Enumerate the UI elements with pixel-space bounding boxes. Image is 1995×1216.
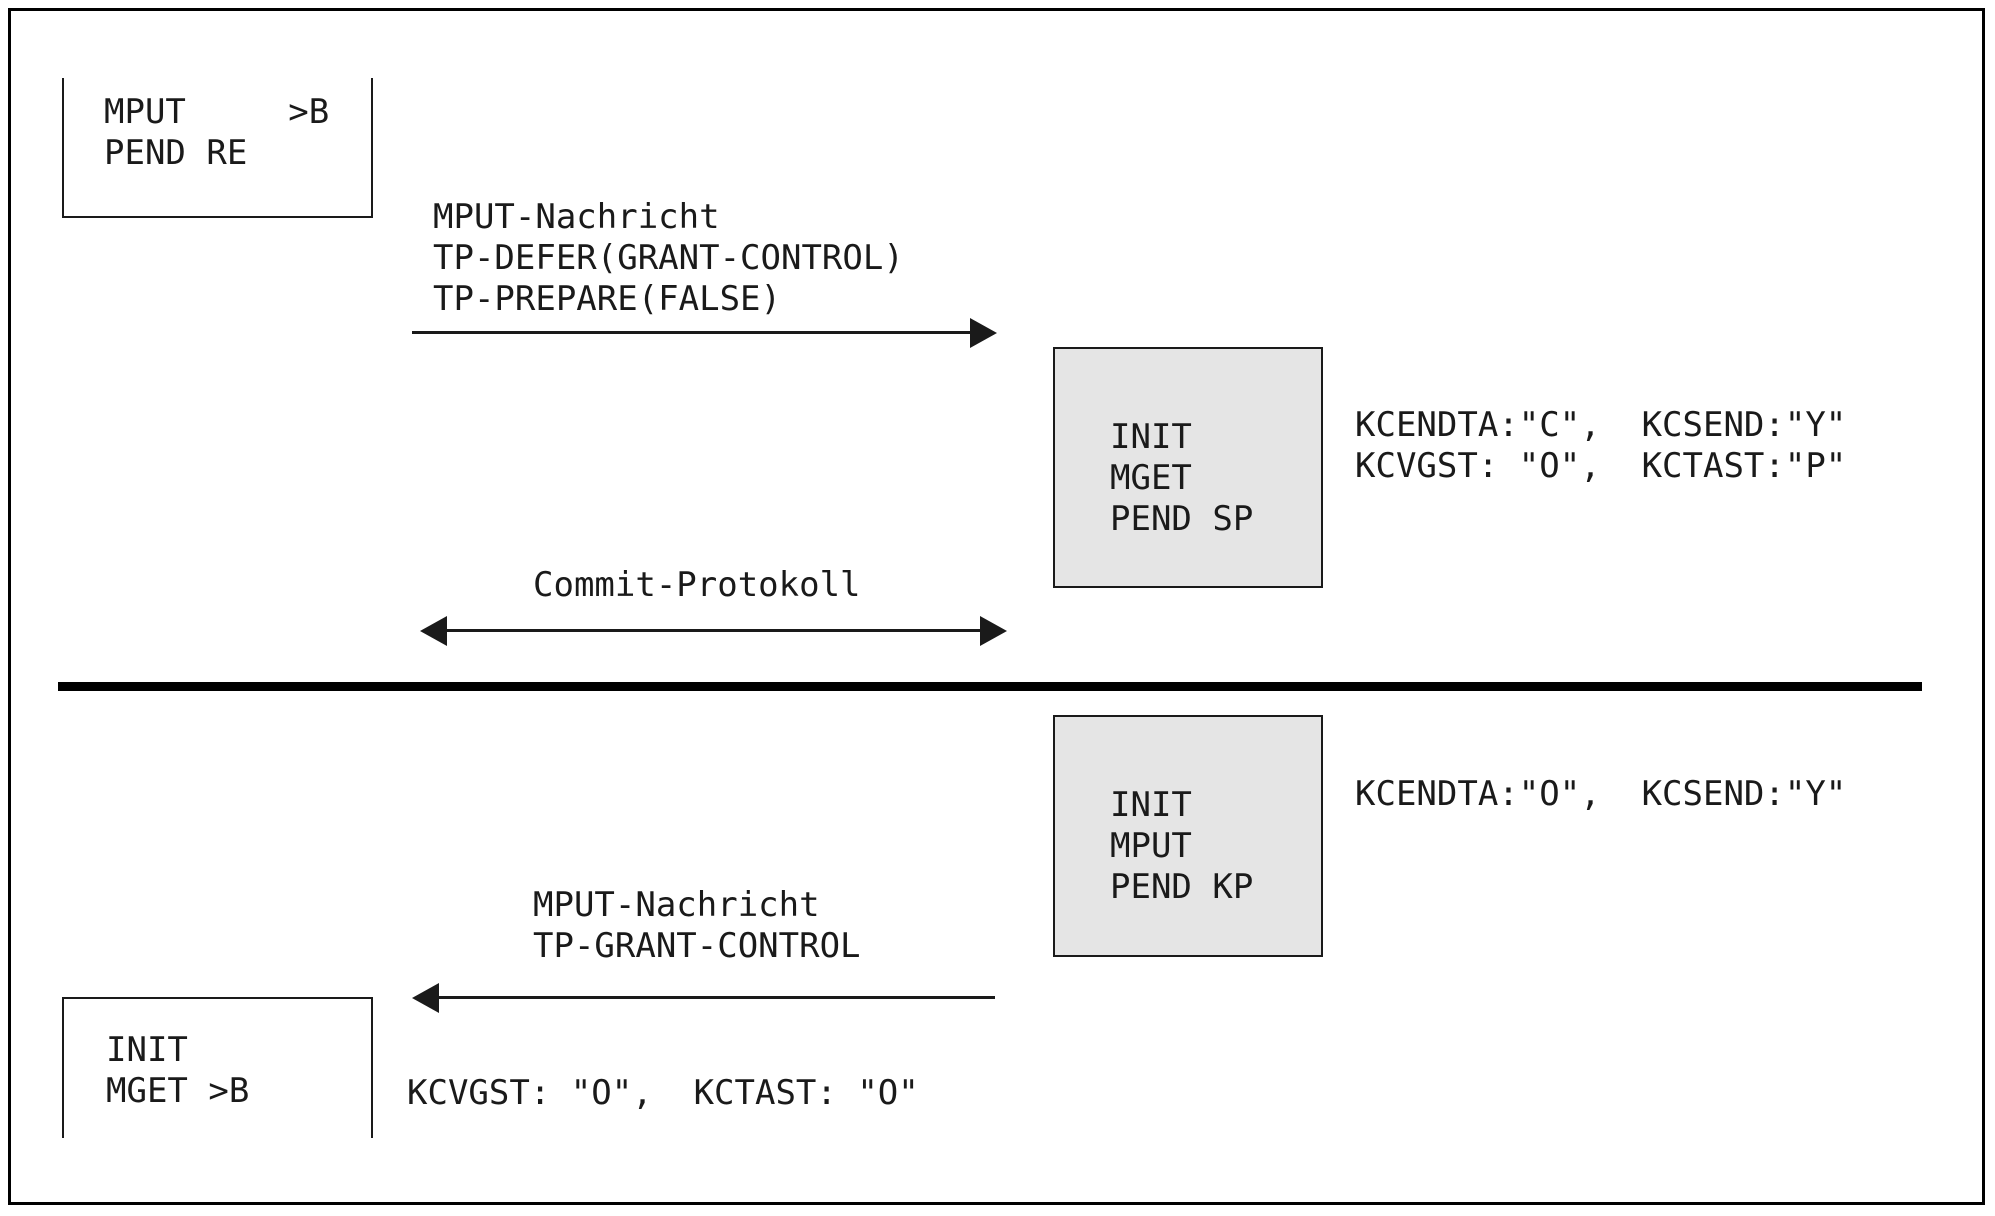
reply-arrow-label: MPUT-Nachricht [533, 885, 820, 925]
mput-message-arrow-head-icon [970, 318, 997, 348]
bottom-state-box-line: INIT [1110, 785, 1192, 825]
mput-message-arrow-line [412, 331, 972, 334]
bottom-left-kc-values-line: KCVGST: "O", KCTAST: "O" [407, 1073, 919, 1113]
top-kc-values-line: KCENDTA:"C", KCSEND:"Y" [1355, 405, 1847, 445]
top-state-box-line: INIT [1110, 417, 1192, 457]
bottom-client-program-box [62, 997, 373, 1138]
commit-protocol-label: Commit-Protokoll [533, 565, 861, 605]
bottom-kc-values-line: KCENDTA:"O", KCSEND:"Y" [1355, 774, 1847, 814]
outer-frame [8, 8, 1985, 1205]
bottom-state-box-line: PEND KP [1110, 867, 1254, 907]
bottom-client-program-line: MGET >B [106, 1071, 250, 1111]
top-client-program-line: PEND RE [104, 133, 248, 173]
reply-arrow-label: TP-GRANT-CONTROL [533, 926, 861, 966]
top-client-program-line: MPUT >B [104, 92, 330, 132]
top-client-program-box [62, 78, 373, 218]
bottom-state-box [1053, 715, 1323, 957]
commit-protocol-arrow-head-right-icon [980, 616, 1007, 646]
grant-control-arrow-head-icon [412, 983, 439, 1013]
bottom-state-box-line: MPUT [1110, 826, 1192, 866]
commit-protocol-arrow-head-left-icon [420, 616, 447, 646]
top-state-box-line: PEND SP [1110, 499, 1254, 539]
bottom-client-program-line: INIT [106, 1030, 188, 1070]
commit-protocol-arrow-line [445, 629, 982, 632]
request-arrow-label: TP-DEFER(GRANT-CONTROL) [433, 238, 904, 278]
request-arrow-label: MPUT-Nachricht [433, 197, 720, 237]
request-arrow-label: TP-PREPARE(FALSE) [433, 279, 781, 319]
top-state-box-line: MGET [1110, 458, 1192, 498]
section-divider [58, 682, 1922, 691]
top-state-box [1053, 347, 1323, 588]
top-kc-values-line: KCVGST: "O", KCTAST:"P" [1355, 446, 1847, 486]
grant-control-arrow-line [438, 996, 995, 999]
